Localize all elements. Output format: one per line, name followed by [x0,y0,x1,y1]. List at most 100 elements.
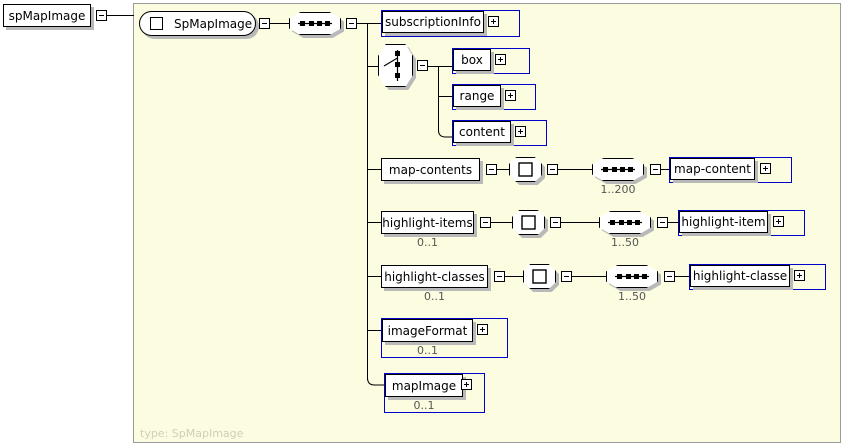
sequence-icon-map-contents[interactable] [592,158,647,184]
type-note: type: SpMapImage [140,427,244,440]
element-highlight-item[interactable]: highlight-item [679,211,768,233]
connector-to-subscriptioninfo [367,23,381,24]
choice-bottom-elbow [438,124,455,138]
root-element-label: spMapImage [8,8,86,23]
cardinality-mapimage: 0..1 [413,399,435,412]
connector-highlight-classes-to-type [505,276,523,277]
complextype-icon-highlight-items[interactable] [512,210,548,238]
connector-highlight-items-to-type [491,222,512,223]
connector-choice-out [428,66,439,67]
choice-icon[interactable] [378,44,416,90]
sequence-icon[interactable] [289,12,344,38]
element-map-contents[interactable]: map-contents [381,158,480,181]
cardinality-map-content: 1..200 [600,183,636,196]
connector-to-highlight-items [367,222,381,223]
sequence-icon-highlight-items[interactable] [599,211,654,237]
root-element-spmapimage[interactable]: spMapImage [3,4,91,27]
sequence-glyph-icon [608,220,642,225]
choice-glyph-icon [383,50,400,81]
complextype-glyph-icon [532,269,547,284]
element-frame-highlight-classe [689,264,826,290]
collapse-icon-seq-highlight-classes[interactable] [664,271,675,282]
complextype-glyph-icon [521,215,536,230]
sequence-collapse-icon[interactable] [346,18,357,29]
cardinality-highlight-classe: 1..50 [618,290,646,303]
element-highlight-classes[interactable]: highlight-classes [381,265,488,288]
element-box[interactable]: box [453,49,491,71]
element-content[interactable]: content [453,121,511,143]
choice-branch-vertical [438,66,439,132]
connector-map-contents-to-type [497,169,509,170]
connector-to-box [438,66,452,67]
collapse-icon-highlight-items-type[interactable] [550,217,561,228]
connector-seq-to-highlight-item [668,222,678,223]
sequence-glyph-icon [615,274,649,279]
connector-to-choice [367,66,378,67]
root-collapse-icon[interactable] [96,10,107,21]
trunk-bottom-elbow [367,372,384,386]
connector-sequence-out [357,23,368,24]
cardinality-highlight-item: 1..50 [611,236,639,249]
element-frame-highlight-item [678,210,805,236]
complextype-spmapimage[interactable]: SpMapImage [139,11,256,36]
connector-to-highlight-classes [367,276,381,277]
collapse-icon-highlight-items[interactable] [480,217,491,228]
collapse-icon-seq-highlight-items[interactable] [657,217,668,228]
element-frame-mapimage [384,373,485,413]
expand-icon-highlight-item[interactable] [773,216,784,227]
connector-to-map-contents [367,169,381,170]
element-label-highlight-classes: highlight-classes [384,269,485,284]
sequence-icon-highlight-classes[interactable] [606,265,661,291]
expand-icon-content[interactable] [515,126,526,137]
expand-icon-box[interactable] [495,54,506,65]
element-imageformat[interactable]: imageFormat [382,319,473,342]
connector-to-imageformat [367,330,381,331]
expand-icon-imageformat[interactable] [477,324,488,335]
sequence-glyph-icon [298,21,332,26]
connector-seq-to-map-content [661,169,669,170]
expand-icon-mapimage[interactable] [461,379,472,390]
element-frame-range [452,84,536,110]
complextype-icon-highlight-classes[interactable] [523,264,559,292]
element-label-subscriptioninfo: subscriptionInfo [385,15,481,29]
element-label-mapimage: mapImage [391,378,457,393]
complextype-icon-map-contents[interactable] [509,157,545,185]
expand-icon-subscriptioninfo[interactable] [488,16,499,27]
choice-collapse-icon[interactable] [417,60,428,71]
collapse-icon-highlight-classes[interactable] [494,271,505,282]
complextype-square-icon [150,17,163,30]
connector-type-to-seq-map-contents [558,169,592,170]
element-frame-map-content [669,157,792,183]
connector-seq-to-highlight-classe [675,276,689,277]
element-label-range: range [459,89,495,103]
element-label-highlight-item: highlight-item [681,215,766,229]
element-frame-imageformat [381,318,508,358]
element-range[interactable]: range [453,85,501,107]
expand-icon-map-content[interactable] [760,163,771,174]
connector-type-to-seq-highlight-classes [572,276,606,277]
cardinality-imageformat: 0..1 [417,344,438,357]
collapse-icon-highlight-classes-type[interactable] [561,271,572,282]
expand-icon-highlight-classe[interactable] [794,270,805,281]
element-frame-content [452,120,547,146]
sequence-glyph-icon [601,167,635,172]
connector-type-to-sequence [270,23,289,24]
cardinality-highlight-items: 0..1 [417,236,438,249]
element-highlight-items[interactable]: highlight-items [381,211,474,234]
collapse-icon-map-contents-type[interactable] [547,164,558,175]
complextype-collapse-icon[interactable] [259,18,270,29]
element-frame-subscriptioninfo [381,10,520,37]
element-label-map-content: map-content [674,162,751,176]
element-label-content: content [459,125,505,139]
element-label-highlight-items: highlight-items [382,215,473,230]
element-subscriptioninfo[interactable]: subscriptionInfo [382,11,484,33]
element-map-content[interactable]: map-content [670,158,755,180]
collapse-icon-seq-map-contents[interactable] [650,164,661,175]
collapse-icon-map-contents[interactable] [486,164,497,175]
element-mapimage[interactable]: mapImage [385,374,463,397]
expand-icon-range[interactable] [505,90,516,101]
element-highlight-classe[interactable]: highlight-classe [690,265,790,287]
element-label-box: box [461,53,483,67]
element-frame-box [452,48,530,74]
